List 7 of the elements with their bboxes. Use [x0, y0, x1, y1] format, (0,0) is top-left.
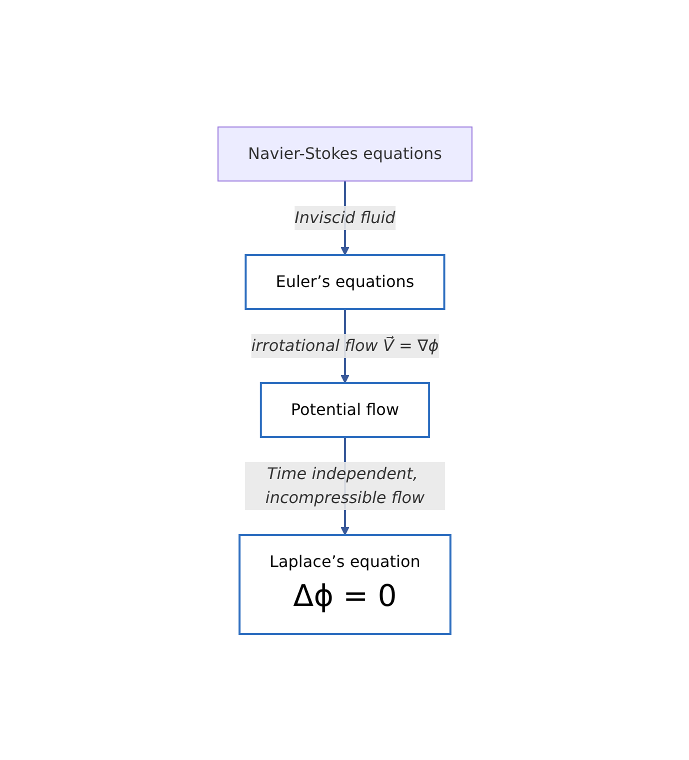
node-box: Euler’s equations	[244, 254, 445, 310]
edge-label: Time independent, incompressible flow	[264, 464, 424, 506]
edge-label: Inviscid fluid	[294, 208, 395, 226]
node-box: Potential flow	[259, 382, 430, 438]
node-box: Navier-Stokes equations	[217, 126, 472, 181]
node-box: Laplace’s equation Δϕ = 0	[238, 534, 451, 634]
edge-label: irrotational flow V⃗ = ∇ϕ	[250, 336, 438, 354]
